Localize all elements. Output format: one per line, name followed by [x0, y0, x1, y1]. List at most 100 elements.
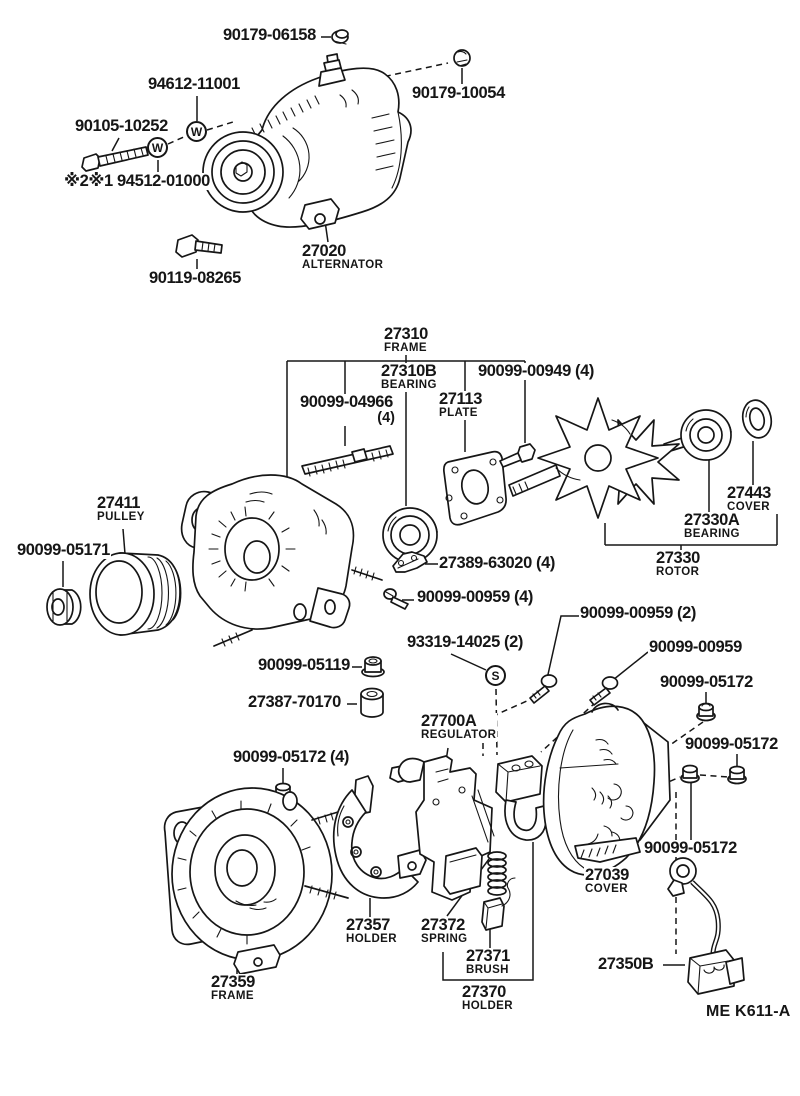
part-name: ALTERNATOR [302, 259, 384, 272]
part-name: ROTOR [656, 566, 700, 579]
rear-frame-ticks [178, 801, 310, 944]
part-label-90099-00959-x2: 90099-00959 (2) [579, 604, 698, 623]
part-number: 90099-00959 [649, 638, 742, 656]
part-number: 90099-00949 (4) [478, 362, 595, 380]
part-number: 27330A [684, 511, 740, 529]
part-number: 90099-00959 (4) [417, 588, 534, 606]
part-name: BEARING [684, 528, 740, 541]
screw-letter: S [491, 668, 500, 683]
part-number: 27113 [439, 390, 482, 408]
nut-90179-10054-drawing [454, 50, 470, 66]
part-name: REGULATOR [421, 729, 497, 742]
part-label-90179-10054: 90179-10054 [411, 84, 506, 103]
part-name: COVER [585, 883, 628, 896]
wire-assy-27350B-drawing [668, 858, 744, 994]
part-number: 27020 [302, 242, 346, 260]
part-number: 27359 [211, 973, 255, 991]
part-number: 27310 [384, 325, 428, 343]
washer-letter: W [151, 140, 164, 155]
part-number: 93319-14025 (2) [407, 633, 524, 651]
washer-symbol-badge: W [147, 137, 168, 158]
washer-letter: W [190, 124, 203, 139]
part-label-90099-05172-x4: 90099-05172 (4) [232, 748, 351, 767]
part-number: 94612-11001 [148, 75, 240, 93]
nut-90099-05172-b-drawing [728, 767, 746, 784]
part-label-93319-14025: 93319-14025 (2) [406, 633, 525, 652]
part-label-27389-63020: 27389-63020 (4) [438, 554, 557, 573]
part-label-90099-00959: 90099-00959 [648, 638, 743, 657]
screw-93319-b-drawing [590, 677, 618, 705]
part-number: 90099-05171 [17, 541, 110, 559]
part-name: HOLDER [462, 1000, 513, 1013]
terminal-stud [319, 54, 345, 86]
bolt-90119-08265-drawing [176, 235, 222, 257]
nut-90179-06158-drawing [332, 30, 348, 44]
part-number: 27310B [381, 362, 437, 380]
bearing-27310B-drawing [383, 508, 437, 562]
figure-code-text: ME K611-A [706, 1003, 791, 1020]
pulley-27411-drawing [90, 553, 181, 635]
part-number: 90105-10252 [75, 117, 168, 135]
nut-90099-05172-c-drawing [681, 766, 699, 783]
holder-27357-drawing [334, 776, 426, 898]
part-label-27350B: 27350B [597, 955, 655, 974]
part-name: SPRING [421, 933, 468, 946]
part-number: 27700A [421, 712, 477, 730]
part-name: PULLEY [97, 511, 145, 524]
rear-cover-27039-drawing [544, 703, 670, 874]
clip-27389-drawing [393, 552, 427, 572]
part-label-94512-01000: ※2※1 94512-01000 [63, 172, 211, 191]
part-number: ※2※1 94512-01000 [64, 172, 210, 190]
washer-symbol-badge: W [186, 121, 207, 142]
part-name: COVER [727, 501, 770, 514]
part-number: 90099-05119 [258, 656, 350, 674]
part-number: 90179-10054 [412, 84, 505, 102]
part-label-90099-00949: 90099-00949 (4) [477, 362, 596, 381]
nut-90099-05172-a-drawing [697, 704, 715, 721]
part-label-90105-10252: 90105-10252 [74, 117, 169, 136]
nut-90099-05171-drawing [47, 589, 81, 625]
part-number: 27357 [346, 916, 390, 934]
part-label-90179-06158: 90179-06158 [222, 26, 317, 45]
cover-vent-hatch [588, 740, 633, 857]
bolt-90105-10252-drawing [82, 147, 148, 171]
bolt-90099-00949-drawing [500, 444, 535, 467]
part-label-90119-08265: 90119-08265 [148, 269, 242, 288]
part-name: BEARING [381, 379, 437, 392]
part-number: 90099-05172 [644, 839, 737, 857]
part-label-90099-04966: 90099-04966(4) [299, 393, 396, 427]
part-label-90099-05119: 90099-05119 [257, 656, 351, 675]
part-label-90099-00959-x4: 90099-00959 (4) [416, 588, 535, 607]
part-number: 90099-00959 (2) [580, 604, 697, 622]
cover-27443-drawing [739, 398, 774, 441]
pulley-front [203, 132, 283, 212]
part-label-90099-05172-c: 90099-05172 [643, 839, 738, 858]
part-name: PLATE [439, 407, 478, 420]
part-number: 27039 [585, 866, 629, 884]
part-number: 27443 [727, 484, 771, 502]
part-number: 27370 [462, 983, 506, 1001]
front-frame-27310-drawing [182, 475, 382, 646]
part-number: 90099-05172 (4) [233, 748, 350, 766]
part-number: 90179-06158 [223, 26, 316, 44]
regulator-27700A-drawing [390, 756, 494, 900]
part-name: FRAME [211, 990, 254, 1003]
brush-27371-drawing [482, 878, 515, 930]
figure-code: ME K611-A [705, 1003, 792, 1021]
part-number: 27387-70170 [248, 693, 341, 711]
bushing-27387-drawing [361, 689, 383, 718]
part-name: FRAME [384, 342, 427, 355]
spring-27372-drawing [488, 852, 506, 895]
